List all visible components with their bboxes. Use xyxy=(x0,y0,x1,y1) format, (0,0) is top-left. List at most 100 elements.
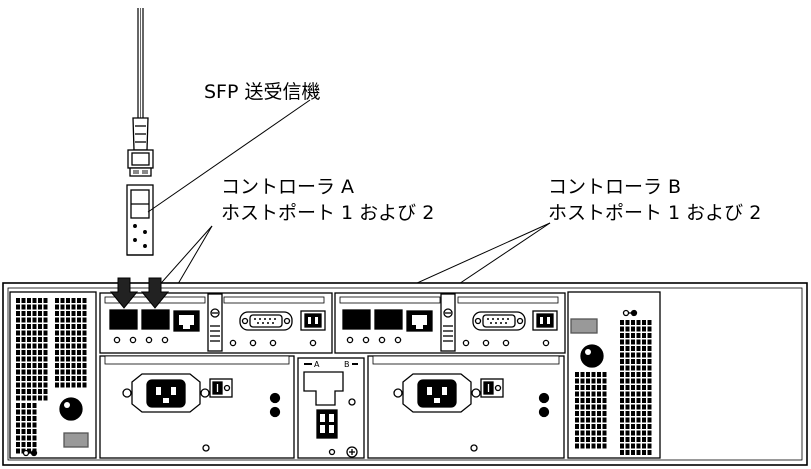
vent-slot xyxy=(602,424,607,429)
down-arrow-port-1-icon xyxy=(109,277,139,309)
vent-slot xyxy=(27,311,31,316)
vent-slot xyxy=(38,369,42,375)
vent-slot xyxy=(27,324,31,329)
vent-slot xyxy=(16,304,20,310)
vent-slot xyxy=(575,378,579,384)
power-supply-b xyxy=(367,355,565,459)
vent-slot xyxy=(586,443,590,449)
vent-slot xyxy=(21,389,26,394)
vent-slot xyxy=(27,409,31,415)
midplane-panel xyxy=(297,357,365,459)
vent-slot xyxy=(32,403,37,408)
vent-slot xyxy=(82,317,87,323)
vent-slot xyxy=(625,359,630,364)
vent-slot xyxy=(591,417,596,423)
vent-slot xyxy=(77,330,81,336)
vent-slot xyxy=(602,378,607,384)
vent-slot xyxy=(66,382,70,388)
vent-slot xyxy=(586,398,590,403)
vent-slot xyxy=(32,317,37,323)
vent-slot xyxy=(16,337,20,342)
vent-slot xyxy=(625,417,630,423)
vent-slot xyxy=(642,339,646,345)
sfp-transceiver xyxy=(126,184,154,256)
vent-slot xyxy=(77,298,81,303)
vent-slot xyxy=(32,429,37,434)
vent-slot xyxy=(32,416,37,421)
vent-slot xyxy=(575,398,579,403)
vent-slot xyxy=(636,333,641,338)
vent-slot xyxy=(43,395,48,401)
vent-slot xyxy=(27,448,31,454)
vent-slot xyxy=(620,411,624,416)
vent-slot xyxy=(16,389,20,394)
vent-slot xyxy=(580,391,585,397)
vent-slot xyxy=(77,343,81,349)
vent-slot xyxy=(625,339,630,345)
power-inlet-b xyxy=(417,379,457,408)
vent-slot xyxy=(625,430,630,436)
vent-slot xyxy=(16,356,20,362)
left-fan-led-icon xyxy=(22,449,30,457)
vent-slot xyxy=(60,350,65,355)
controller-a-label-line2: ホストポート 1 および 2 xyxy=(221,202,435,224)
vent-slot xyxy=(580,424,585,429)
vent-slot xyxy=(21,337,26,342)
vent-slot xyxy=(580,372,585,377)
vent-slot xyxy=(38,389,42,394)
vent-slot xyxy=(591,372,596,377)
vent-slot xyxy=(32,382,37,388)
midplane-label-b: B xyxy=(344,360,350,369)
vent-slot xyxy=(647,391,652,397)
vent-slot xyxy=(82,337,87,342)
vent-slot xyxy=(602,443,607,449)
vent-slot xyxy=(586,378,590,384)
vent-slot xyxy=(27,337,31,342)
vent-slot xyxy=(16,442,20,447)
vent-slot xyxy=(625,443,630,449)
vent-slot xyxy=(21,442,26,447)
vent-slot xyxy=(55,330,59,336)
vent-slot xyxy=(38,363,42,368)
vent-slot xyxy=(647,437,652,442)
vent-slot xyxy=(575,372,579,377)
vent-slot xyxy=(642,437,646,442)
vent-slot xyxy=(66,376,70,381)
vent-slot xyxy=(586,391,590,397)
vent-slot xyxy=(631,424,635,429)
vent-slot xyxy=(575,417,579,423)
vent-slot xyxy=(16,330,20,336)
vent-slot xyxy=(32,395,37,401)
vent-slot xyxy=(82,382,87,388)
vent-slot xyxy=(60,317,65,323)
vent-slot xyxy=(38,343,42,349)
vent-slot xyxy=(16,435,20,441)
right-thumbscrew xyxy=(580,344,604,368)
vent-slot xyxy=(625,437,630,442)
vent-slot xyxy=(620,320,624,325)
vent-slot xyxy=(32,311,37,316)
vent-slot xyxy=(71,382,76,388)
controller-a-host-port-1 xyxy=(109,309,138,330)
vent-slot xyxy=(602,430,607,436)
vent-slot xyxy=(43,311,48,316)
vent-slot xyxy=(647,359,652,364)
vent-slot xyxy=(625,346,630,351)
vent-slot xyxy=(636,372,641,377)
vent-slot xyxy=(642,443,646,449)
vent-slot xyxy=(21,311,26,316)
vent-slot xyxy=(586,430,590,436)
left-thumbscrew xyxy=(59,397,83,421)
vent-slot xyxy=(620,372,624,377)
vent-slot xyxy=(43,304,48,310)
vent-slot xyxy=(32,422,37,428)
vent-slot xyxy=(597,404,601,410)
vent-slot xyxy=(642,378,646,384)
vent-slot xyxy=(631,417,635,423)
vent-slot xyxy=(625,372,630,377)
vent-slot xyxy=(580,411,585,416)
vent-slot xyxy=(586,417,590,423)
vent-slot xyxy=(43,382,48,388)
vent-slot xyxy=(32,337,37,342)
vent-slot xyxy=(27,435,31,441)
